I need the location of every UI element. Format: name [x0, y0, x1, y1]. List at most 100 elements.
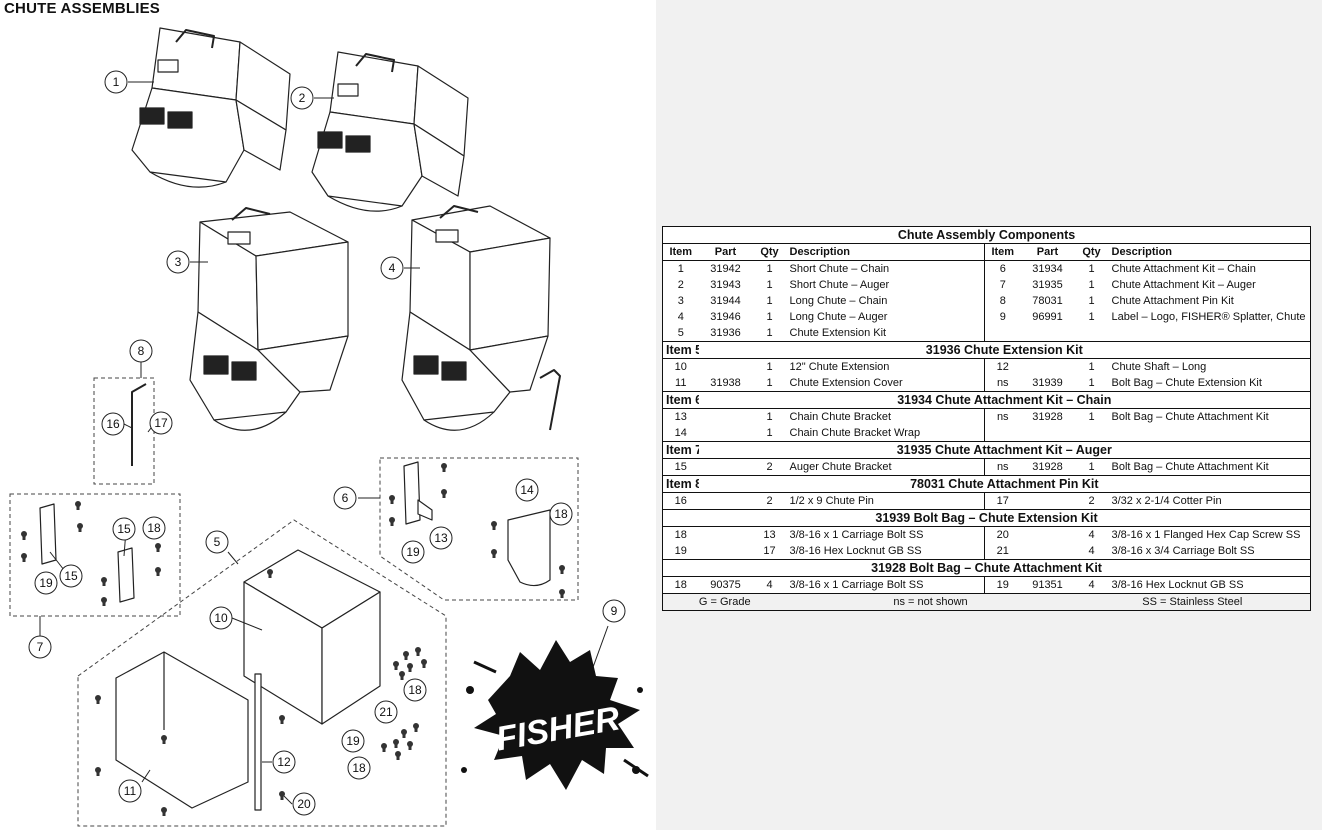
chain-chute-bracket	[403, 461, 433, 525]
table-cell: 2	[766, 494, 773, 507]
table-cell: 2	[766, 460, 773, 473]
column-header: Description	[786, 243, 985, 261]
table-cell: 1	[766, 310, 773, 323]
table-cell: 1	[1088, 294, 1095, 307]
table-cell: 10	[674, 360, 687, 373]
table-cell: Short Chute – Auger	[789, 278, 890, 291]
table-cell: 1	[1088, 310, 1095, 323]
callout-19b: 19	[39, 576, 53, 590]
table-cell: 31946	[710, 310, 741, 323]
callout-11: 11	[124, 784, 137, 798]
column-header: Qty	[752, 243, 787, 261]
table-cell: Chain Chute Bracket Wrap	[789, 426, 921, 439]
table-cell: 11	[675, 376, 687, 389]
callout-15: 15	[64, 569, 78, 583]
table-cell: 18	[674, 528, 687, 541]
table-cell: 1	[766, 278, 773, 291]
chute-pin	[131, 383, 147, 466]
table-cell: Chute Attachment Kit – Auger	[1111, 278, 1256, 291]
table-cell: 3/8-16 x 1 Flanged Hex Cap Screw SS	[1111, 528, 1301, 541]
table-cell: Chute Attachment Kit – Chain	[1111, 262, 1256, 275]
table-cell: 31936	[710, 326, 741, 339]
callout-15b: 15	[117, 522, 131, 536]
table-cell	[699, 527, 753, 544]
callout-12: 12	[277, 755, 291, 769]
table-cell: 1	[1088, 278, 1095, 291]
table-cell	[1021, 543, 1075, 560]
column-header: Description	[1108, 243, 1311, 261]
section-title: 31939 Bolt Bag – Chute Extension Kit	[662, 509, 1311, 527]
table-cell: 31935	[1032, 278, 1063, 291]
chute-extension-cover	[115, 651, 249, 809]
section-label: Item 6	[662, 391, 699, 409]
table-cell: 4	[1088, 528, 1095, 541]
auger-kit-outline	[9, 493, 181, 617]
table-cell: 18	[674, 578, 687, 591]
leader-lines	[39, 81, 609, 805]
table-cell: 16	[674, 494, 687, 507]
column-header: Part	[698, 243, 753, 261]
callout-17: 17	[154, 416, 168, 430]
table-cell: 31928	[1032, 460, 1063, 473]
table-cell: 1	[677, 262, 684, 275]
section-title: 31936 Chute Extension Kit	[698, 341, 1311, 359]
table-cell	[1021, 527, 1075, 544]
table-cell: 8	[984, 293, 1021, 309]
table-cell: 12	[984, 358, 1021, 375]
table-cell: 12" Chute Extension	[789, 360, 890, 373]
table-cell	[699, 409, 753, 426]
fisher-splatter-logo: FISHER	[461, 640, 649, 790]
table-cell	[984, 425, 1021, 442]
table-cell: 13	[763, 528, 776, 541]
exploded-parts-diagram: FISHER 1 2 3 4 8 5 6	[9, 27, 649, 827]
table-cell: 20	[984, 526, 1021, 543]
table-cell	[1075, 425, 1109, 442]
table-cell: Bolt Bag – Chute Extension Kit	[1111, 376, 1262, 389]
callout-18: 18	[554, 507, 568, 521]
callout-5: 5	[214, 535, 221, 549]
callout-1: 1	[113, 75, 120, 89]
table-cell: 4	[1088, 544, 1095, 557]
table-cell: 31934	[1032, 262, 1063, 275]
table-cell: 31942	[710, 262, 741, 275]
callout-14: 14	[520, 483, 534, 497]
table-cell: 1	[766, 262, 773, 275]
chute-extension	[243, 549, 381, 725]
table-cell: 9	[984, 309, 1021, 325]
table-cell: 1	[766, 376, 773, 389]
table-cell: 4	[766, 578, 773, 591]
chain-kit-outline	[379, 457, 579, 601]
callout-19c: 19	[346, 734, 360, 748]
table-cell	[1021, 425, 1075, 442]
section-header-row: 31939 Bolt Bag – Chute Extension Kit	[662, 509, 1311, 527]
long-chute-chain	[189, 207, 349, 431]
table-cell: ns	[984, 375, 1021, 392]
table-cell: ns	[984, 458, 1021, 476]
section-header-row: 31928 Bolt Bag – Chute Attachment Kit	[662, 559, 1311, 577]
auger-chute-bracket	[39, 503, 135, 603]
table-cell: 1	[1088, 410, 1095, 423]
column-header: Item	[662, 243, 699, 261]
short-chute-chain	[131, 27, 291, 188]
table-cell: 1	[766, 360, 773, 373]
table-cell	[699, 425, 753, 442]
table-cell: 13	[674, 410, 687, 423]
table-cell	[1021, 493, 1075, 510]
table-cell: Chute Extension Cover	[789, 376, 903, 389]
table-cell: 3/8-16 x 3/4 Carriage Bolt SS	[1111, 544, 1255, 557]
table-cell	[699, 493, 753, 510]
